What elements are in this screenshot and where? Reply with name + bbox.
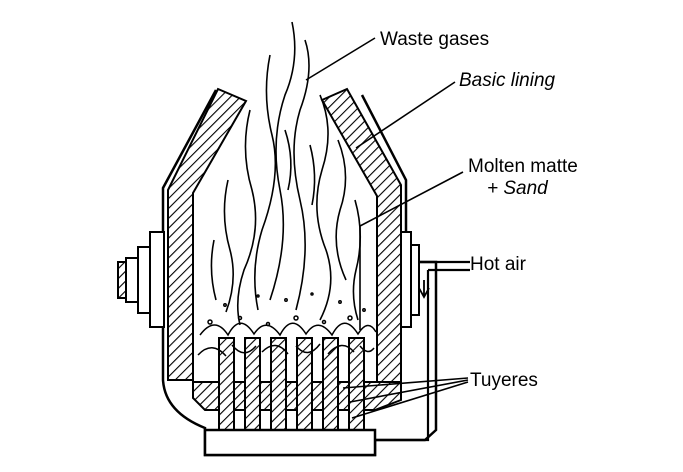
tuyeres-leader-3 [351,381,469,419]
tuyere-column [270,337,287,431]
tuyeres-leader-1 [342,377,469,389]
tuyeres-label: Tuyeres [470,370,538,391]
molten-bath [197,292,377,357]
right-trunnion [400,231,420,328]
waste-gases-label: Waste gases [380,29,489,50]
air-flow-arrow [418,280,430,299]
sand-label: + Sand [487,178,549,199]
left-trunnion [117,231,165,328]
hot-air-label: Hot air [470,254,527,275]
converter-shell [161,89,438,457]
air-box [203,428,377,457]
tuyeres-leader-2 [349,379,469,403]
basic-lining-leader [355,81,456,149]
molten-matte-leader [359,171,464,330]
leader-lines [305,37,469,419]
molten-matte-label: Molten matte [468,156,578,177]
flames [210,21,362,326]
left-basic-lining [167,87,248,381]
waste-gases-leader [305,37,376,81]
basic-lining-label: Basic lining [459,70,556,91]
